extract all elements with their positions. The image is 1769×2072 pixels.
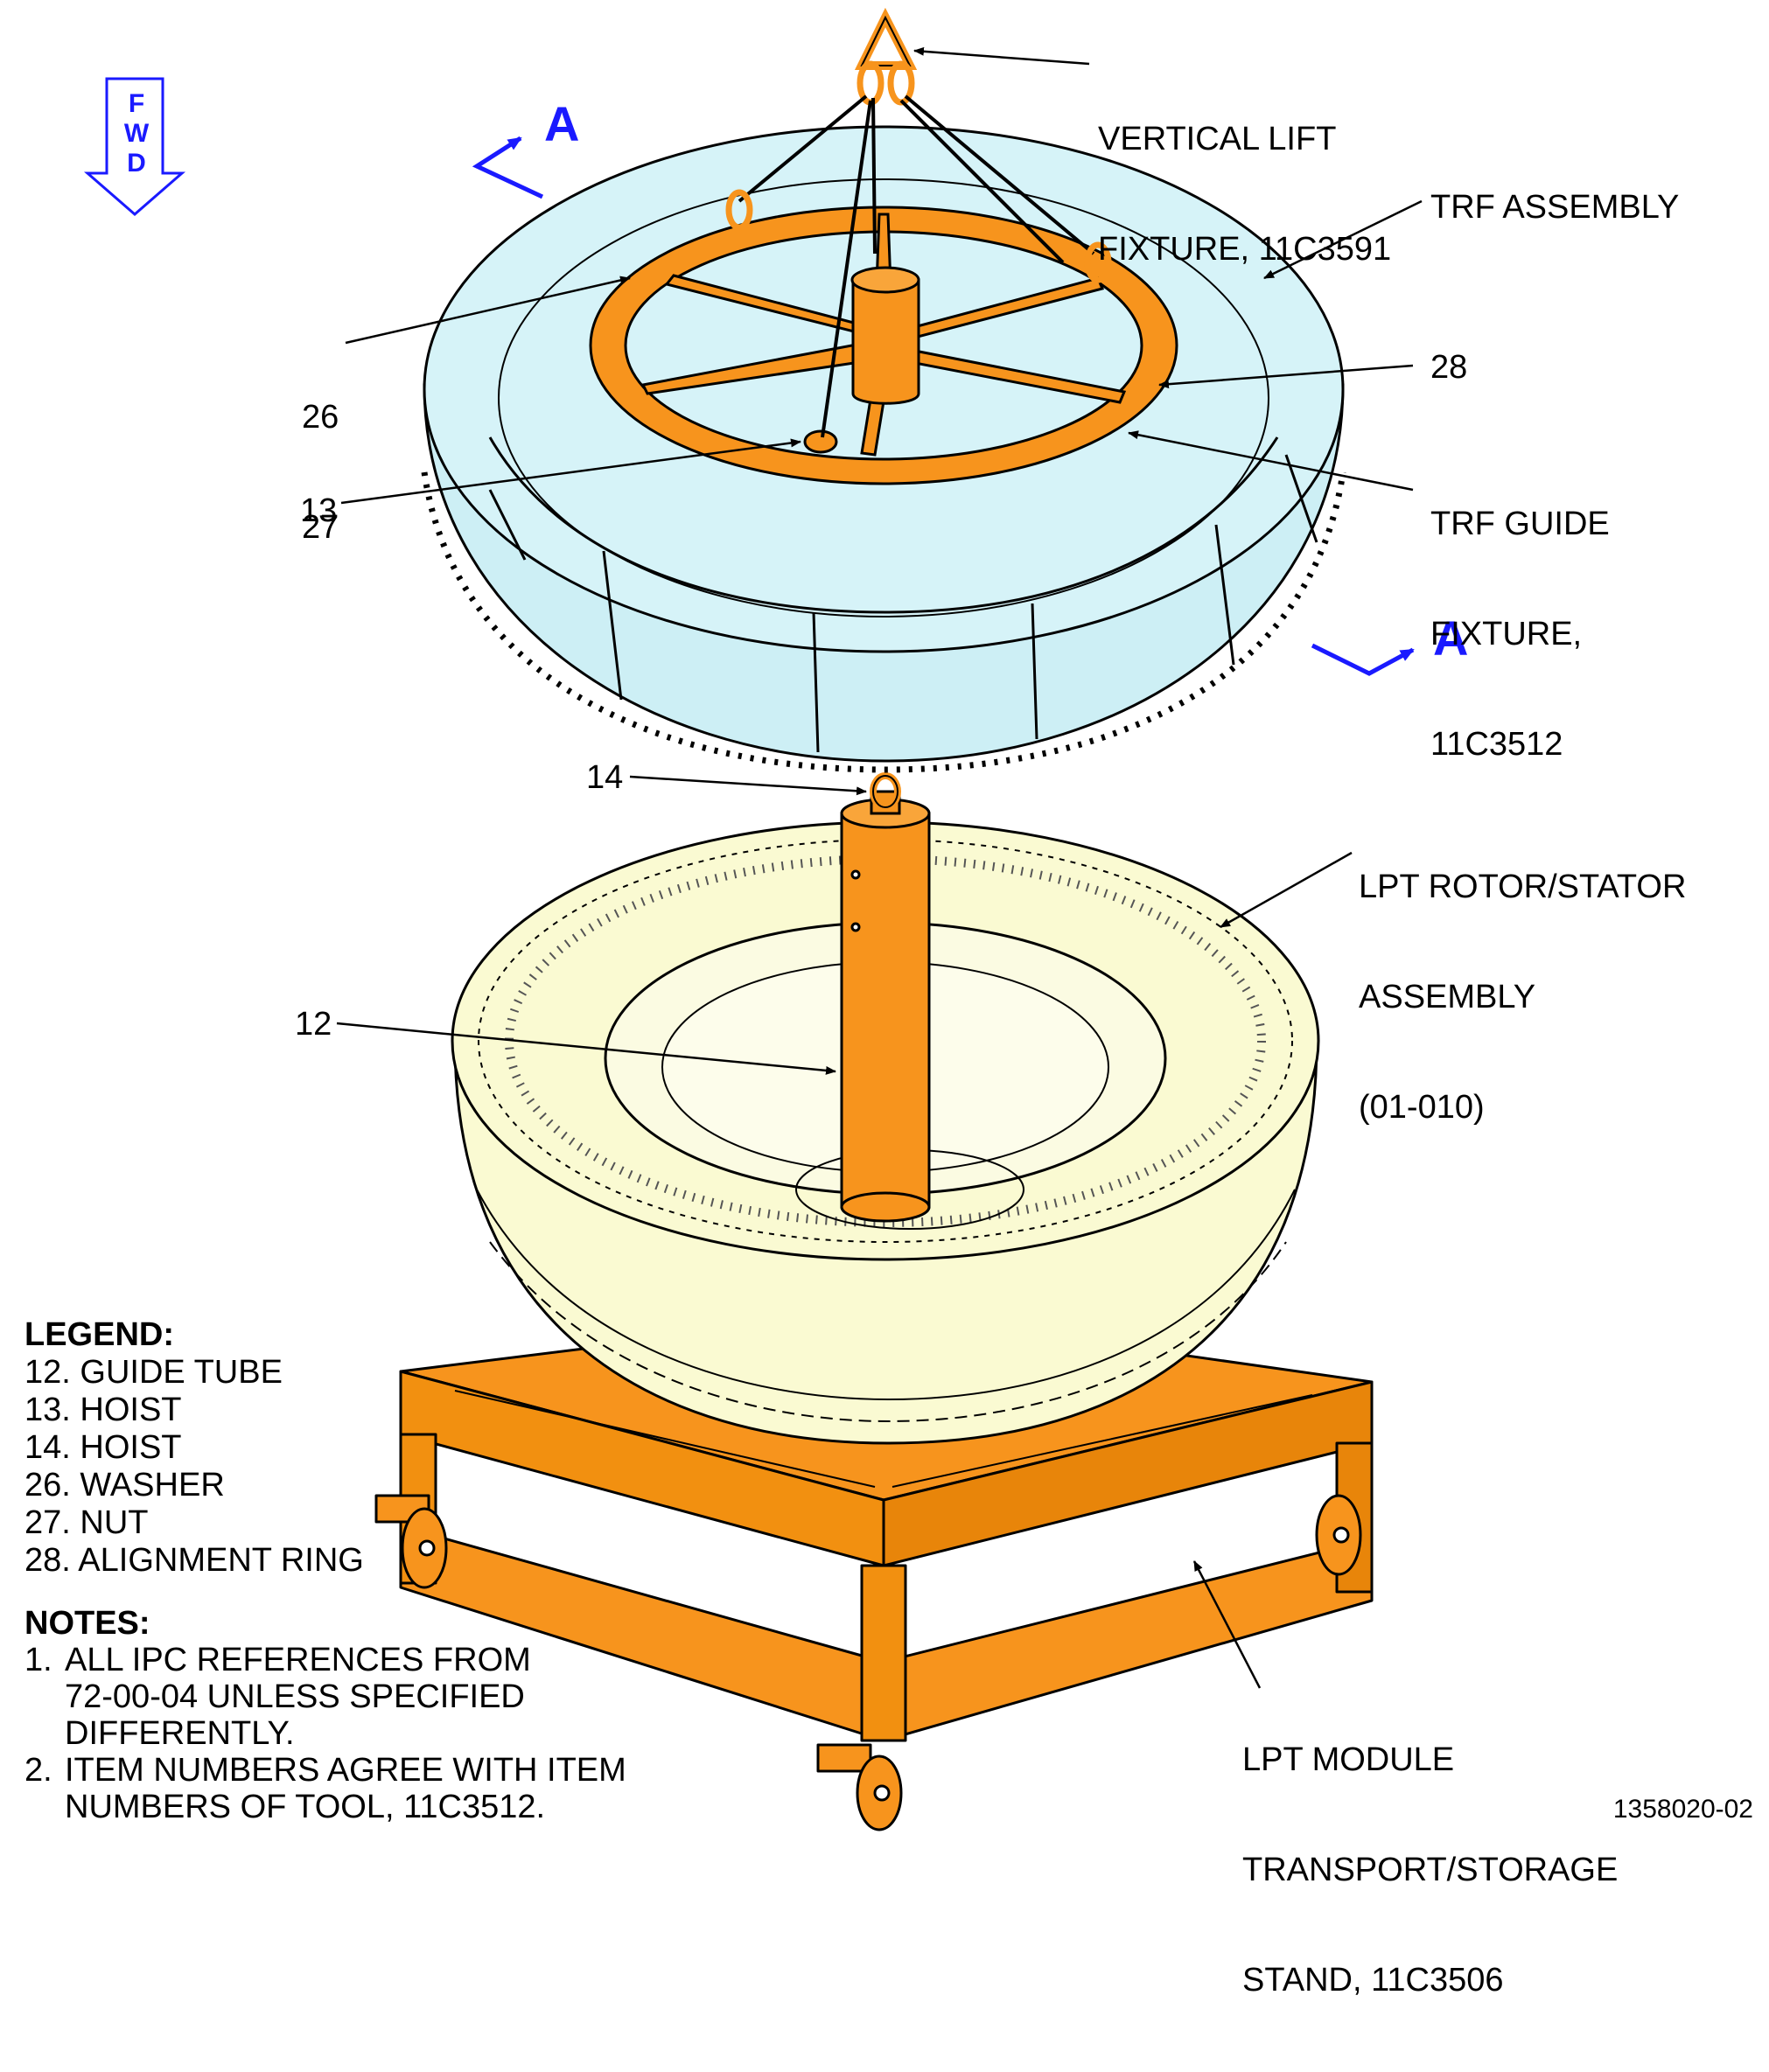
note-line: ITEM NUMBERS AGREE WITH ITEM: [65, 1752, 626, 1789]
note-number: 2.: [24, 1752, 52, 1789]
section-marker-lines: [472, 136, 1415, 676]
callout-item-27: 27: [302, 509, 339, 546]
legend-item: 28. ALIGNMENT RING: [24, 1542, 364, 1579]
note-line: 72-00-04 UNLESS SPECIFIED: [65, 1678, 525, 1715]
callout-lpt-rotor-stator: LPT ROTOR/STATOR ASSEMBLY (01-010): [1359, 795, 1686, 1199]
callout-line: TRF GUIDE: [1430, 506, 1610, 542]
leader-lines: [336, 46, 1423, 1689]
forward-direction-indicator: F W D: [90, 79, 183, 219]
note-number: 1.: [24, 1642, 52, 1678]
callout-items-26-27: 26 27: [302, 325, 339, 619]
callout-line: STAND, 11C3506: [1242, 1962, 1504, 1999]
note-line: DIFFERENTLY.: [65, 1715, 295, 1752]
callout-vertical-lift: VERTICAL LIFT FIXTURE, 11C3591: [1098, 47, 1391, 341]
legend-item: 26. WASHER: [24, 1467, 225, 1503]
guide-tube: [840, 798, 931, 1223]
assembly-illustration: [83, 7, 1423, 1831]
callout-line: (01-010): [1359, 1089, 1485, 1126]
hoist-14: [870, 772, 901, 815]
trf-guide-fixture: [589, 206, 1178, 485]
callout-trf-guide: TRF GUIDE FIXTURE, 11C3512: [1430, 432, 1610, 836]
legend-item: 27. NUT: [24, 1504, 149, 1541]
callout-line: 11C3512: [1430, 726, 1563, 763]
notes: NOTES: 1. ALL IPC REFERENCES FROM 72-00-…: [24, 1605, 626, 1825]
callout-line: ASSEMBLY: [1359, 979, 1536, 1015]
callout-lpt-module-stand: LPT MODULE TRANSPORT/STORAGE STAND, 11C3…: [1242, 1668, 1618, 2072]
notes-heading: NOTES:: [24, 1605, 150, 1642]
callout-item-13: 13: [300, 492, 338, 529]
legend-item: 13. HOIST: [24, 1392, 182, 1428]
callout-line: VERTICAL LIFT: [1098, 121, 1337, 157]
note-item: 2. ITEM NUMBERS AGREE WITH ITEM NUMBERS …: [24, 1752, 626, 1825]
callout-line: LPT MODULE: [1242, 1741, 1455, 1778]
caster-front: [816, 1743, 903, 1831]
callout-item-28: 28: [1430, 349, 1468, 386]
legend-heading: LEGEND:: [24, 1316, 174, 1353]
callout-line: TRANSPORT/STORAGE: [1242, 1852, 1619, 1888]
figure-number: 1358020-02: [1612, 1795, 1753, 1824]
fwd-arrow: [83, 77, 186, 216]
note-line: ALL IPC REFERENCES FROM: [65, 1642, 531, 1678]
caster-right: [1315, 1494, 1362, 1576]
callout-line: FIXTURE,: [1430, 616, 1583, 652]
callout-item-14: 14: [586, 759, 624, 796]
section-marker-a-top: A: [544, 96, 580, 151]
figure-stage: F W D A A VERTICAL LIFT FIXTURE, 11C3591…: [24, 7, 1753, 1999]
callout-line: FIXTURE, 11C3591: [1098, 231, 1392, 268]
callout-trf-assembly: TRF ASSEMBLY: [1430, 189, 1680, 226]
fwd-letter-f: F: [128, 89, 145, 118]
fwd-letter-w: W: [123, 119, 150, 148]
callout-item-12: 12: [295, 1006, 332, 1043]
fwd-letter-d: D: [127, 149, 146, 178]
legend: LEGEND: 12. GUIDE TUBE 13. HOIST 14. HOI…: [24, 1316, 364, 1580]
vertical-lift-fixture: [725, 7, 1112, 438]
note-item: 1. ALL IPC REFERENCES FROM 72-00-04 UNLE…: [24, 1642, 626, 1752]
callout-item-26: 26: [302, 399, 339, 436]
legend-item: 14. HOIST: [24, 1429, 182, 1466]
section-marker-a-right: A: [1433, 610, 1469, 666]
legend-item: 12. GUIDE TUBE: [24, 1354, 283, 1391]
callout-line: LPT ROTOR/STATOR: [1359, 869, 1687, 905]
caster-left: [374, 1494, 448, 1589]
note-line: NUMBERS OF TOOL, 11C3512.: [65, 1789, 546, 1825]
